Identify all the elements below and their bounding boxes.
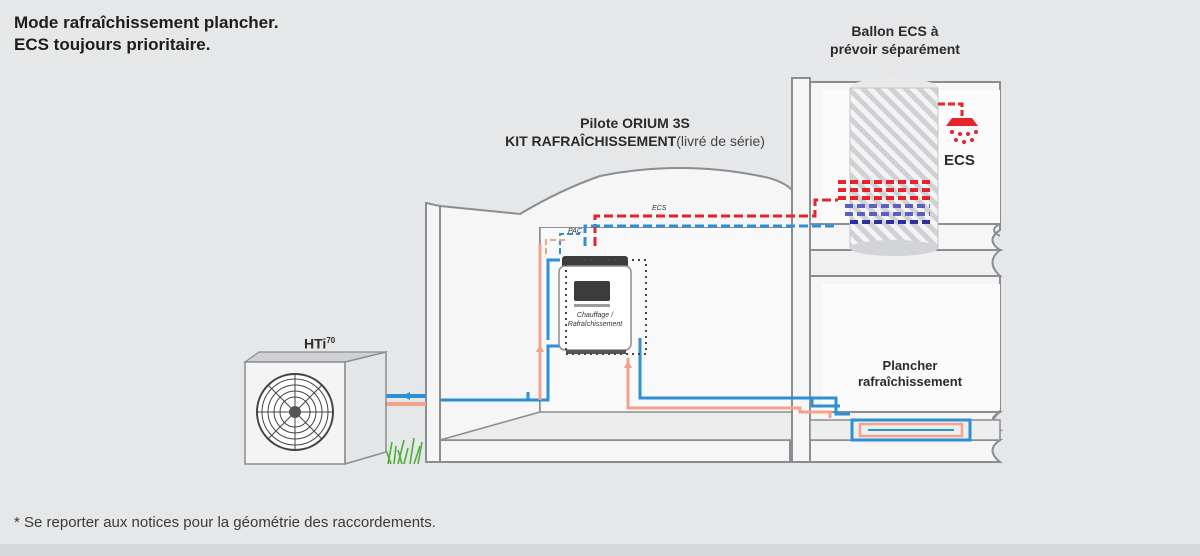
unit-mode-label: Chauffage / Rafraîchissement [559, 311, 631, 329]
underfloor-coil [850, 418, 972, 442]
heat-pump [243, 351, 388, 466]
title-line-1: Mode rafraîchissement plancher. [14, 13, 279, 32]
ecs-tank [838, 78, 939, 256]
footnote: * Se reporter aux notices pour la géomét… [14, 514, 436, 531]
pilote-kit-name: KIT RAFRAÎCHISSEMENT [505, 133, 677, 149]
unit-label-line-1: Chauffage / [576, 312, 614, 319]
fan-icon [256, 373, 334, 451]
ballon-label-line-2: prévoir séparément [830, 41, 960, 57]
title-line-2: ECS toujours prioritaire. [14, 35, 211, 54]
plancher-label: Plancher rafraîchissement [830, 358, 990, 390]
unit-display-screen [574, 281, 610, 301]
ecs-room-label: ECS [944, 152, 975, 169]
ballon-label-line-1: Ballon ECS à [851, 23, 939, 39]
pilote-label-line-1: Pilote ORIUM 3S [580, 115, 690, 131]
heat-pump-label: HTi70 [304, 332, 335, 353]
ground-floor-slab [439, 439, 791, 463]
pilote-label-line-2: KIT RAFRAÎCHISSEMENT(livré de série) [470, 132, 800, 150]
right-floor-slab [789, 439, 1004, 463]
ecs-pipe-label: ECS [652, 205, 667, 212]
heat-pump-model: HTi [304, 335, 327, 352]
diagram-title: Mode rafraîchissement plancher. ECS touj… [14, 12, 279, 56]
plancher-label-line-2: rafraîchissement [857, 374, 963, 389]
pilote-kit-note: (livré de série) [676, 133, 765, 149]
plancher-label-line-1: Plancher [882, 358, 938, 373]
unit-label-line-2: Rafraîchissement [567, 321, 623, 328]
pilote-label: Pilote ORIUM 3S KIT RAFRAÎCHISSEMENT(liv… [470, 114, 800, 150]
pilot-unit [558, 256, 632, 354]
ecs-outlet-pipe [938, 102, 964, 116]
heat-pump-model-sup: 70 [326, 336, 336, 345]
ecs-cold-pipe [583, 224, 838, 246]
shower-head-icon [946, 118, 978, 144]
grass-icon [385, 437, 423, 465]
pac-pipe-label: PAC [568, 228, 582, 235]
ballon-ecs-label: Ballon ECS à prévoir séparément [820, 22, 970, 58]
kit-outline [565, 259, 647, 355]
ground-band [0, 544, 1200, 556]
left-wall [425, 201, 441, 463]
floor-return-pipe [626, 358, 832, 418]
